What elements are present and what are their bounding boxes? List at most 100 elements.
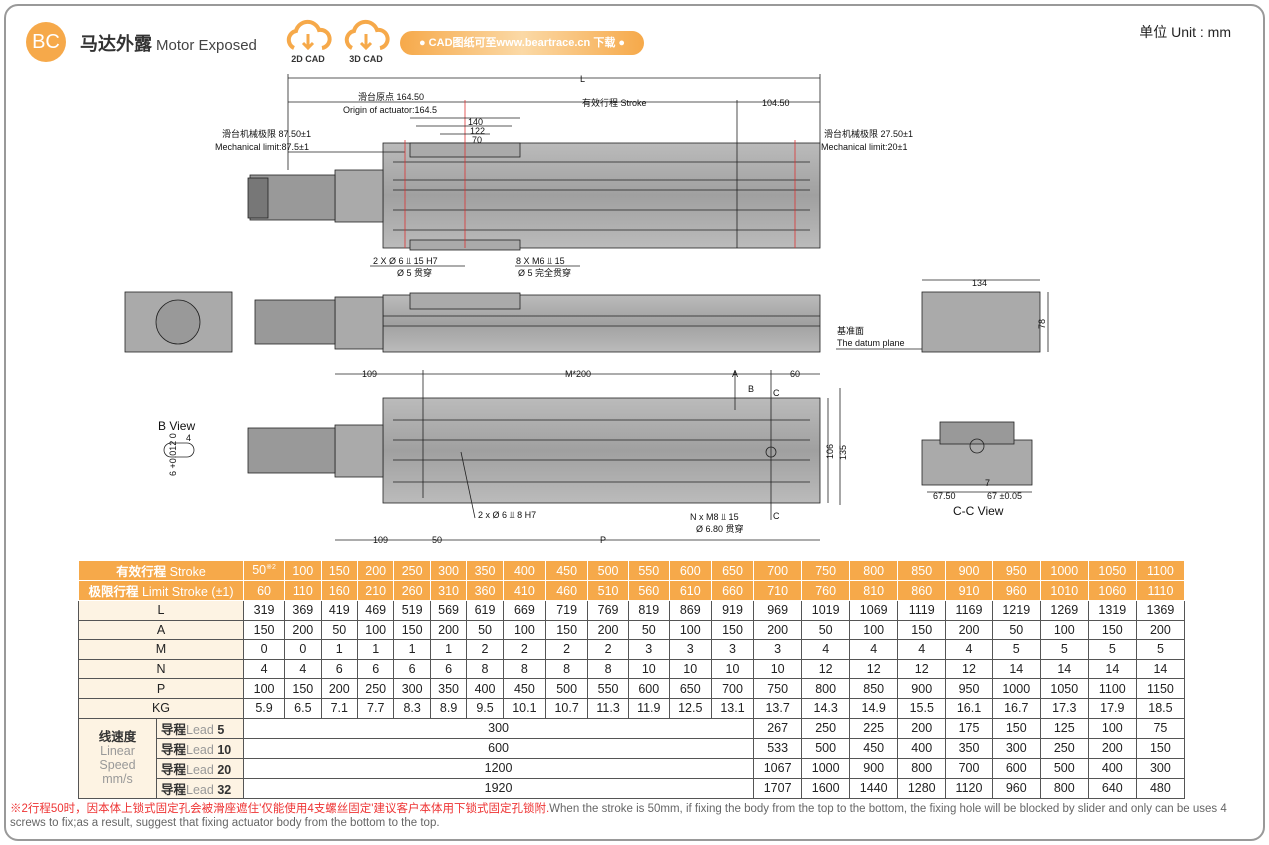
table-cell: 6 <box>356 658 395 680</box>
table-cell: 850 <box>897 560 947 581</box>
table-cell: 610 <box>668 580 712 601</box>
table-cell: 300 <box>429 560 468 581</box>
cad-2d-button[interactable]: 2D CAD <box>282 18 334 64</box>
table-cell: 860 <box>897 580 947 601</box>
table-cell: 150 <box>1135 737 1186 759</box>
end-view <box>836 279 1049 353</box>
table-cell: 11.3 <box>587 697 629 719</box>
table-cell: 1280 <box>897 777 947 799</box>
table-cell: 250 <box>1039 737 1089 759</box>
svg-text:7: 7 <box>985 478 990 488</box>
table-cell: 50 <box>801 619 851 641</box>
table-cell: 50 <box>466 619 504 641</box>
table-cell: 12 <box>897 658 947 680</box>
table-cell: 319 <box>242 600 286 621</box>
svg-text:P: P <box>600 535 606 545</box>
svg-text:140: 140 <box>468 117 483 127</box>
table-cell: 1219 <box>991 600 1041 621</box>
table-cell: 260 <box>393 580 431 601</box>
table-cell: 2 <box>466 639 504 660</box>
table-cell: 500 <box>544 678 589 699</box>
cad-2d-label: 2D CAD <box>291 54 325 64</box>
table-cell: 9.5 <box>466 697 504 719</box>
table-cell: 100 <box>502 619 547 641</box>
table-cell: 100 <box>668 619 712 641</box>
table-cell: 5 <box>991 639 1041 660</box>
row-label: KG <box>78 697 244 719</box>
title-en: Motor Exposed <box>156 37 257 54</box>
table-cell: 700 <box>753 560 803 581</box>
table-cell: 500 <box>801 737 851 759</box>
svg-text:134: 134 <box>972 278 987 288</box>
cad-3d-button[interactable]: 3D CAD <box>340 18 392 64</box>
svg-text:122: 122 <box>470 126 485 136</box>
svg-text:135: 135 <box>838 445 848 460</box>
table-cell: 14 <box>1135 658 1186 680</box>
table-cell: 533 <box>753 737 803 759</box>
svg-text:109: 109 <box>373 535 388 545</box>
svg-text:2 X Ø 6 ⫫ 15 H7: 2 X Ø 6 ⫫ 15 H7 <box>373 256 438 266</box>
table-cell: 750 <box>753 678 803 699</box>
limit-label: 极限行程 Limit Stroke (±1) <box>78 580 244 601</box>
table-cell: 200 <box>356 560 395 581</box>
table-cell: 800 <box>801 678 851 699</box>
table-cell: 3 <box>753 639 803 660</box>
table-cell: 200 <box>429 619 468 641</box>
table-cell: 760 <box>801 580 851 601</box>
table-cell: 200 <box>1087 737 1137 759</box>
table-cell: 669 <box>502 600 547 621</box>
table-cell: 50 <box>991 619 1041 641</box>
footnote: ※2行程50时，因本体上锁式固定孔会被滑座遮住'仅能使用4支螺丝固定'建议客户本… <box>10 802 1255 830</box>
table-cell: 210 <box>356 580 395 601</box>
table-cell: 12 <box>849 658 899 680</box>
common-speed: 1920 <box>242 777 755 799</box>
table-cell: 1069 <box>849 600 899 621</box>
table-cell: 1010 <box>1039 580 1089 601</box>
table-cell: 350 <box>466 560 504 581</box>
table-cell: 769 <box>587 600 629 621</box>
table-cell: 150 <box>710 619 755 641</box>
table-cell: 6.5 <box>284 697 322 719</box>
table-cell: 225 <box>849 717 899 739</box>
table-cell: 719 <box>544 600 589 621</box>
table-cell: 810 <box>849 580 899 601</box>
svg-text:104.50: 104.50 <box>762 98 790 108</box>
table-cell: 1150 <box>1135 678 1186 699</box>
table-cell: 600 <box>627 678 670 699</box>
table-cell: 6 <box>429 658 468 680</box>
table-cell: 12 <box>945 658 993 680</box>
table-cell: 125 <box>1039 717 1089 739</box>
table-cell: 18.5 <box>1135 697 1186 719</box>
table-cell: 850 <box>849 678 899 699</box>
cad-download-link[interactable]: ● CAD图纸可至www.beartrace.cn 下载 ● <box>400 31 644 55</box>
table-cell: 50 <box>627 619 670 641</box>
table-cell: 10 <box>627 658 670 680</box>
table-cell: 16.1 <box>945 697 993 719</box>
table-cell: 1067 <box>753 757 803 779</box>
table-cell: 100 <box>284 560 322 581</box>
table-cell: 10 <box>753 658 803 680</box>
svg-text:6 +0.012 0: 6 +0.012 0 <box>168 433 178 476</box>
table-cell: 14 <box>991 658 1041 680</box>
table-cell: 710 <box>753 580 803 601</box>
b-view <box>163 442 195 458</box>
table-cell: 75 <box>1135 717 1186 739</box>
table-cell: 480 <box>1135 777 1186 799</box>
common-speed: 300 <box>242 717 755 739</box>
table-cell: 14 <box>1039 658 1089 680</box>
section-badge: BC <box>26 22 66 62</box>
table-cell: 2 <box>587 639 629 660</box>
table-cell: 4 <box>284 658 322 680</box>
table-cell: 8 <box>587 658 629 680</box>
table-cell: 519 <box>393 600 431 621</box>
table-cell: 4 <box>897 639 947 660</box>
cad-3d-label: 3D CAD <box>349 54 383 64</box>
table-cell: 600 <box>668 560 712 581</box>
